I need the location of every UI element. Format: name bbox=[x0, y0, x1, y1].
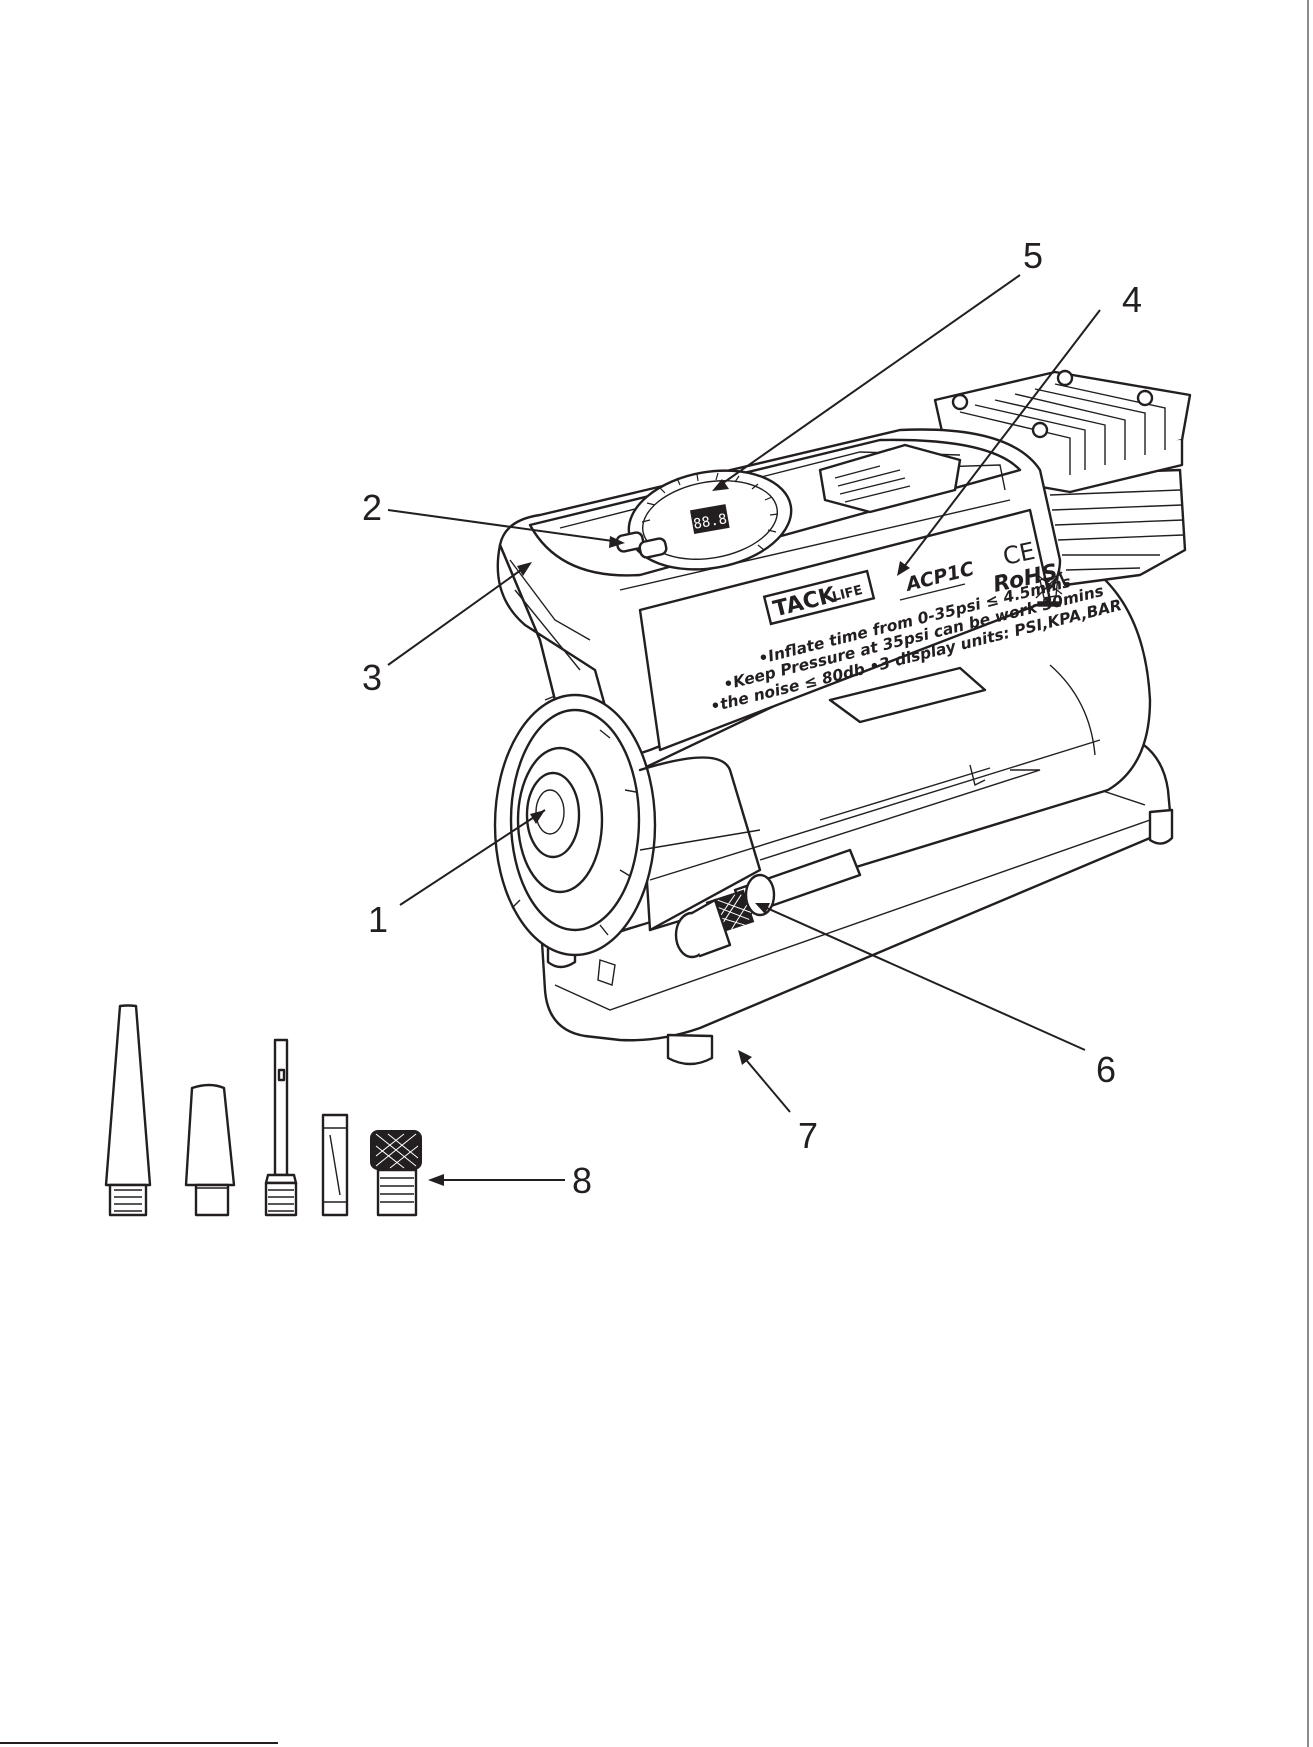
compressor-illustration: 88.8 bbox=[495, 371, 1190, 1064]
callout-6: 6 bbox=[1096, 1049, 1116, 1090]
accessory-inflation-needle bbox=[266, 1040, 296, 1215]
callout-4: 4 bbox=[1122, 279, 1142, 320]
heatsink-screw bbox=[1138, 391, 1152, 405]
callout-2: 2 bbox=[362, 487, 382, 528]
base-foot bbox=[668, 1035, 712, 1064]
heatsink-screw bbox=[1058, 371, 1072, 385]
callout-8: 8 bbox=[572, 1160, 592, 1201]
base-foot bbox=[1150, 810, 1172, 844]
accessories bbox=[106, 1006, 422, 1216]
callout-5: 5 bbox=[1023, 235, 1043, 276]
callout-7: 7 bbox=[798, 1115, 818, 1156]
heatsink-screw bbox=[953, 395, 967, 409]
callout-1: 1 bbox=[368, 899, 388, 940]
accessory-long-cone-nozzle bbox=[106, 1006, 150, 1216]
heatsink-screw bbox=[1033, 423, 1047, 437]
accessory-presta-adapter bbox=[370, 1130, 422, 1215]
accessory-short-cone-nozzle bbox=[186, 1085, 234, 1215]
accessory-fuse bbox=[323, 1115, 347, 1215]
callout-3: 3 bbox=[362, 657, 382, 698]
